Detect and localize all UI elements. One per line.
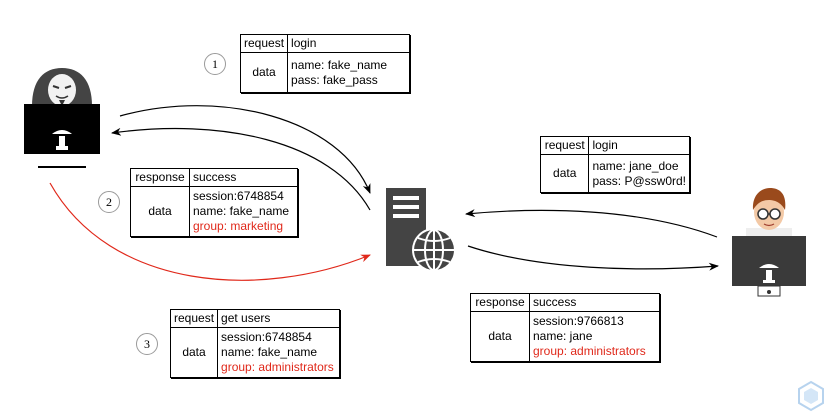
- step-1-badge: 1: [204, 53, 226, 75]
- user-icon: [732, 188, 806, 297]
- key-data: data: [470, 311, 530, 362]
- val-login: login: [588, 136, 690, 155]
- data-line: name: jane_doe: [592, 158, 679, 173]
- key-request: request: [539, 136, 590, 155]
- key-data: data: [130, 186, 190, 237]
- data-line: name: fake_name: [221, 345, 318, 359]
- arrow-attacker-stolen-request: [49, 182, 371, 281]
- data-line-red: group: administrators: [533, 344, 646, 358]
- key-data: data: [539, 154, 590, 193]
- server-globe-icon: [386, 188, 456, 272]
- data-line: pass: P@ssw0rd!: [592, 173, 686, 188]
- step-2-badge: 2: [98, 191, 120, 213]
- arrow-victim-login: [465, 209, 718, 238]
- key-data: data: [169, 327, 219, 378]
- data-line-red: group: administrators: [221, 360, 334, 374]
- data-line: session:6748854: [193, 189, 284, 203]
- arrow-server-response-attacker: [111, 127, 371, 211]
- data-line: session:9766813: [533, 314, 624, 328]
- hacker-icon: [24, 68, 100, 168]
- key-request: request: [239, 34, 289, 53]
- victim-login-response: response success data session:9766813 na…: [470, 293, 660, 362]
- val-success: success: [529, 293, 660, 312]
- key-response: response: [470, 293, 530, 312]
- data-line: name: jane: [533, 329, 593, 343]
- attacker-login-request: request login data name: fake_name pass:…: [239, 34, 410, 93]
- step-3-badge: 3: [136, 333, 158, 355]
- data-line: name: fake_name: [291, 57, 388, 72]
- arrow-attacker-login: [119, 105, 371, 194]
- key-data: data: [239, 52, 289, 93]
- val-login: login: [287, 34, 410, 53]
- attacker-get-users-request: request get users data session:6748854 n…: [169, 309, 340, 378]
- arrow-server-response-victim: [467, 245, 719, 271]
- val-success: success: [189, 168, 298, 187]
- data-line-red: group: marketing: [193, 219, 284, 233]
- attacker-login-response: response success data session:6748854 na…: [130, 168, 298, 237]
- data-line: session:6748854: [221, 330, 312, 344]
- logo-icon: [798, 380, 824, 412]
- victim-login-request: request login data name: jane_doe pass: …: [539, 136, 690, 193]
- data-line: name: fake_name: [193, 204, 290, 218]
- key-request: request: [169, 309, 219, 328]
- data-line: pass: fake_pass: [291, 72, 378, 87]
- key-response: response: [130, 168, 190, 187]
- val-get-users: get users: [217, 309, 340, 328]
